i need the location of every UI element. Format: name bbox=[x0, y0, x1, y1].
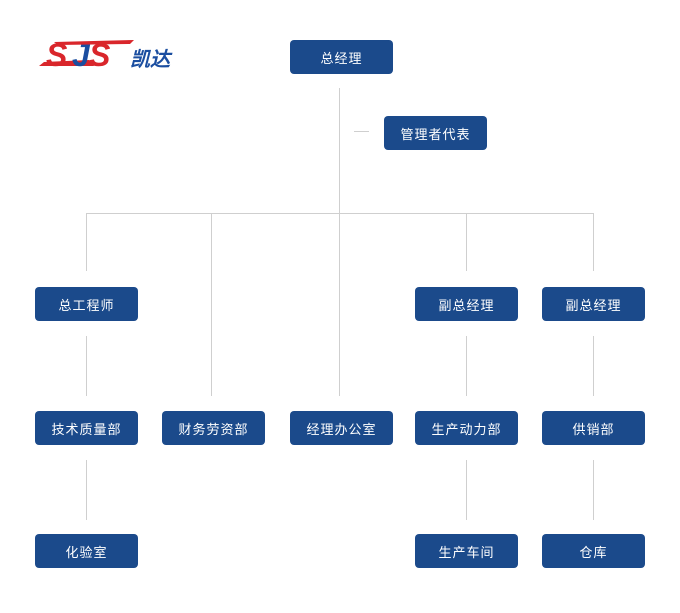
node-warehouse[interactable]: 仓库 bbox=[542, 534, 645, 568]
connector-line bbox=[86, 460, 87, 520]
svg-text:J: J bbox=[72, 37, 91, 73]
connector-line bbox=[211, 213, 212, 396]
node-finance-hr[interactable]: 财务劳资部 bbox=[162, 411, 265, 445]
connector-line bbox=[466, 460, 467, 520]
connector-line bbox=[339, 88, 340, 213]
connector-line bbox=[593, 336, 594, 396]
node-tech-quality[interactable]: 技术质量部 bbox=[35, 411, 138, 445]
connector-line bbox=[466, 213, 467, 271]
connector-line bbox=[466, 336, 467, 396]
svg-text:S: S bbox=[46, 37, 68, 73]
connector-line bbox=[339, 213, 340, 396]
node-supply-sales[interactable]: 供销部 bbox=[542, 411, 645, 445]
node-deputy-gm-1[interactable]: 副总经理 bbox=[415, 287, 518, 321]
connector-line bbox=[86, 213, 87, 271]
node-management-rep[interactable]: 管理者代表 bbox=[384, 116, 487, 150]
svg-text:凯达: 凯达 bbox=[130, 47, 173, 71]
svg-text:S: S bbox=[89, 37, 111, 73]
company-logo: S J S 凯达 bbox=[39, 37, 173, 73]
connector-line bbox=[593, 460, 594, 520]
node-deputy-gm-2[interactable]: 副总经理 bbox=[542, 287, 645, 321]
connector-line bbox=[593, 213, 594, 271]
connector-line bbox=[354, 131, 369, 132]
node-lab[interactable]: 化验室 bbox=[35, 534, 138, 568]
connector-line bbox=[86, 336, 87, 396]
node-chief-engineer[interactable]: 总工程师 bbox=[35, 287, 138, 321]
connector-line bbox=[86, 213, 594, 214]
node-gm-office[interactable]: 经理办公室 bbox=[290, 411, 393, 445]
node-production-power[interactable]: 生产动力部 bbox=[415, 411, 518, 445]
node-workshop[interactable]: 生产车间 bbox=[415, 534, 518, 568]
node-general-manager[interactable]: 总经理 bbox=[290, 40, 393, 74]
